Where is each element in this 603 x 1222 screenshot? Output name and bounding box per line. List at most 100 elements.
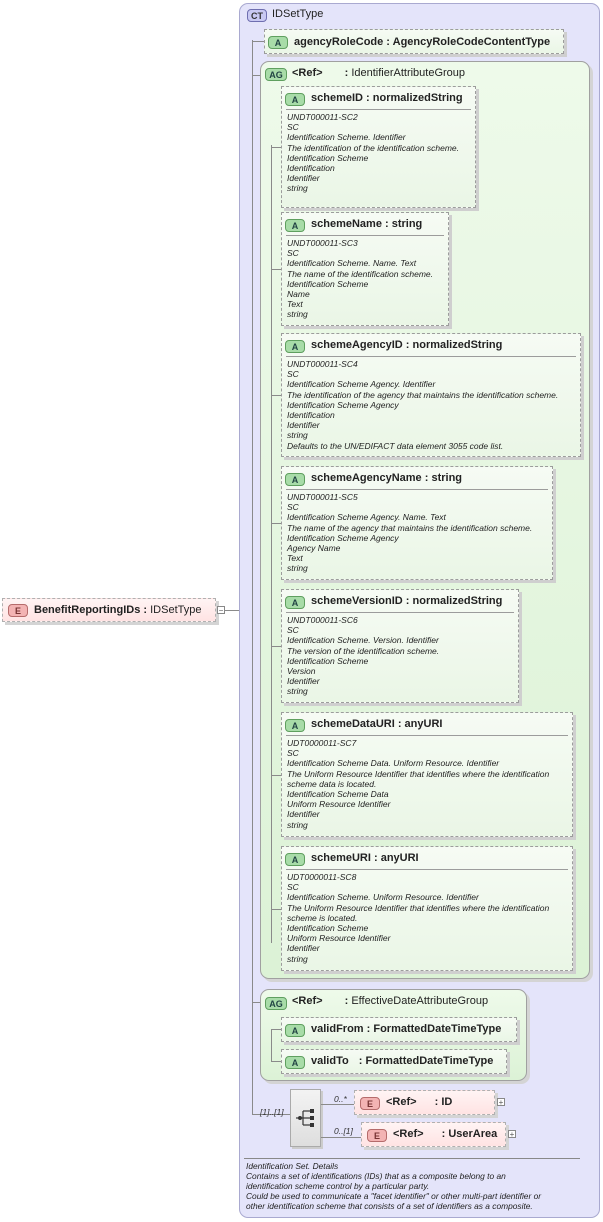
attribute-badge: A [285, 853, 305, 866]
description-line: Agency Name [287, 543, 341, 554]
description-line: string [287, 309, 308, 320]
effective-date-attribute-group[interactable]: AG <Ref>: EffectiveDateAttributeGroup A … [260, 989, 527, 1081]
attribute-group-badge: AG [265, 997, 287, 1010]
description-line: Identifier [287, 173, 320, 184]
description-line: UDT0000011-SC8 [287, 872, 357, 882]
element-UserArea[interactable]: E <Ref>: UserArea [361, 1122, 506, 1147]
description-line: other identification scheme that consist… [246, 1201, 533, 1212]
attribute-type: normalizedString [412, 339, 503, 351]
description-line: Identifier [287, 809, 320, 820]
attribute-agencyRoleCode[interactable]: A agencyRoleCode : AgencyRoleCodeContent… [264, 29, 564, 54]
sequence-icon [296, 1109, 314, 1127]
sequence-compositor[interactable] [290, 1089, 321, 1147]
description-line: Identification Scheme [287, 655, 369, 666]
description-line: UNDT000011-SC4 [287, 359, 358, 369]
attribute-type: normalizedString [372, 92, 463, 104]
attribute-name: schemeID [311, 92, 363, 104]
description-line: SC [287, 882, 299, 893]
element-badge: E [360, 1097, 380, 1110]
collapse-toggle[interactable]: − [217, 606, 225, 615]
attribute-badge: A [285, 719, 305, 732]
description-line: string [287, 953, 308, 964]
attribute-name: schemeAgencyName [311, 472, 422, 484]
element-name: ID [441, 1096, 453, 1108]
attribute-group-name: EffectiveDateAttributeGroup [351, 995, 489, 1007]
complex-type-badge: CT [247, 9, 267, 22]
description-line: The Uniform Resource Identifier that ide… [287, 902, 550, 913]
description-line: scheme data is located. [287, 778, 377, 789]
attribute-name: validFrom [311, 1023, 364, 1035]
expand-toggle[interactable]: + [497, 1098, 505, 1107]
description-line: Text [287, 553, 303, 564]
root-element-type: IDSetType [150, 604, 202, 616]
attribute-type: anyURI [380, 852, 419, 864]
child-multiplicity: 0..[1] [334, 1126, 353, 1136]
attribute-group-ref: <Ref> [292, 995, 323, 1007]
description-line: Identifier [287, 420, 320, 431]
attribute-type: string [391, 218, 423, 230]
attribute-badge: A [285, 93, 305, 106]
description-line: Identification Scheme Data [287, 789, 389, 800]
description-line: string [287, 686, 308, 697]
description-line: SC [287, 502, 299, 513]
description-line: The Uniform Resource Identifier that ide… [287, 768, 550, 779]
description-line: Defaults to the UN/EDIFACT data element … [287, 440, 504, 451]
description-line: Identification [287, 163, 335, 174]
description-line: Identification Scheme. Version. Identifi… [287, 635, 439, 646]
description-line: Version [287, 666, 316, 677]
attribute-group-name: IdentifierAttributeGroup [351, 67, 466, 79]
description-line: The identification of the identification… [287, 142, 459, 153]
description-line: UDT0000011-SC7 [287, 738, 357, 748]
description-line: Identification Scheme. Identifier [287, 132, 406, 143]
description-line: Could be used to communicate a "facet id… [246, 1191, 542, 1202]
description-line: UNDT000011-SC6 [287, 615, 358, 625]
description-line: Identification Scheme. Name. Text [287, 258, 417, 269]
description-line: SC [287, 248, 299, 259]
description-line: string [287, 183, 308, 194]
attribute-badge: A [285, 1056, 305, 1069]
attribute-name: schemeAgencyID [311, 339, 403, 351]
attribute-name: agencyRoleCode [294, 36, 384, 48]
complex-type-box: CT IDSetType [1]..[1] A agencyRoleCode :… [239, 3, 600, 1218]
description-line: Identification Scheme [287, 152, 369, 163]
description-line: Identification Scheme Agency [287, 399, 399, 410]
element-ref: <Ref> [386, 1096, 417, 1108]
description-line: SC [287, 748, 299, 759]
attribute-name: schemeURI [311, 852, 371, 864]
attribute-type: AgencyRoleCodeContentType [392, 36, 551, 48]
description-line: The version of the identification scheme… [287, 645, 440, 656]
description-line: string [287, 430, 308, 441]
attribute-type: FormattedDateTimeType [373, 1023, 502, 1035]
description-line: Text [287, 299, 303, 310]
description-line: The identification of the agency that ma… [287, 389, 559, 400]
attribute-validFrom[interactable]: A validFrom : FormattedDateTimeType [281, 1017, 517, 1042]
description-line: UNDT000011-SC3 [287, 238, 358, 248]
element-badge: E [8, 604, 28, 617]
attribute-badge: A [285, 340, 305, 353]
description-line: The name of the identification scheme. [287, 268, 433, 279]
attribute-badge: A [285, 596, 305, 609]
description-line: SC [287, 625, 299, 636]
attribute-name: validTo [311, 1055, 349, 1067]
description-line: Identification Scheme Agency. Identifier [287, 379, 436, 390]
description-line: Identification Scheme Data. Uniform Reso… [287, 758, 500, 769]
expand-toggle[interactable]: + [508, 1130, 516, 1139]
element-ID[interactable]: E <Ref>: ID [354, 1090, 495, 1115]
element-name: UserArea [448, 1128, 498, 1140]
root-element[interactable]: E BenefitReportingIDs : IDSetType [2, 598, 216, 622]
attribute-validTo[interactable]: A validTo: FormattedDateTimeType [281, 1049, 507, 1074]
description-line: Name [287, 289, 310, 300]
description-line: identification scheme control by a parti… [246, 1181, 430, 1192]
description-line: Identification Scheme Agency [287, 532, 399, 543]
